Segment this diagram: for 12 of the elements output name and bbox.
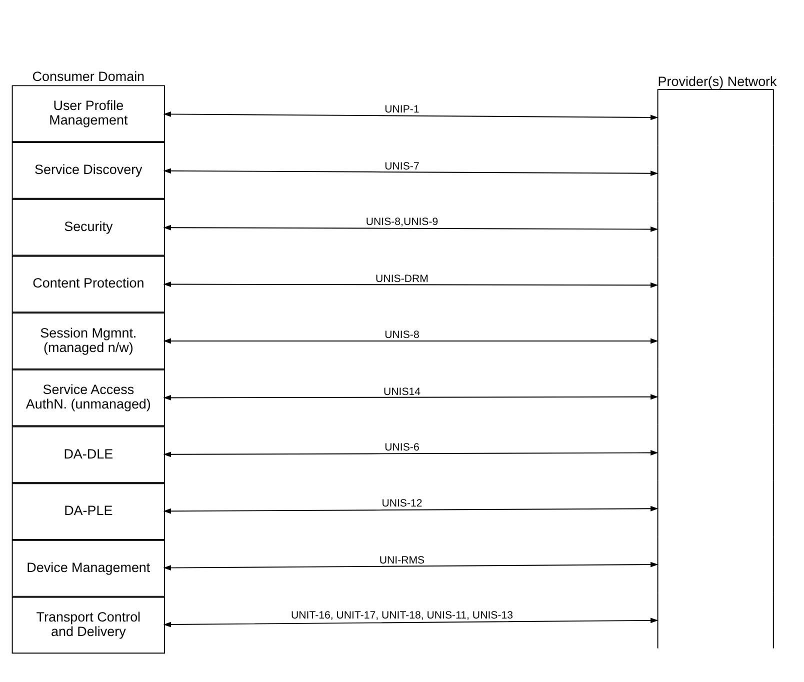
label: Consumer Domain	[32, 69, 145, 84]
edge-label: UNIS-8	[384, 328, 420, 341]
edge-label: UNIS-6	[384, 442, 420, 454]
edge-label: UNIS-7	[384, 160, 420, 172]
edge-label: UNIS14	[383, 386, 421, 398]
edge-label: UNIS-DRM	[376, 273, 428, 286]
edge-label: UNIT-16, UNIT-17, UNIT-18, UNIS-11, UNIS-13	[291, 609, 513, 622]
edge-label: UNIS-12	[382, 498, 422, 510]
node-text: Provider(s) Network	[658, 74, 777, 89]
edge-label: UNIS-8,UNIS-9	[366, 216, 438, 228]
edge-label: UNIP-1	[384, 103, 420, 116]
edge-label: UNI-RMS	[379, 554, 425, 566]
